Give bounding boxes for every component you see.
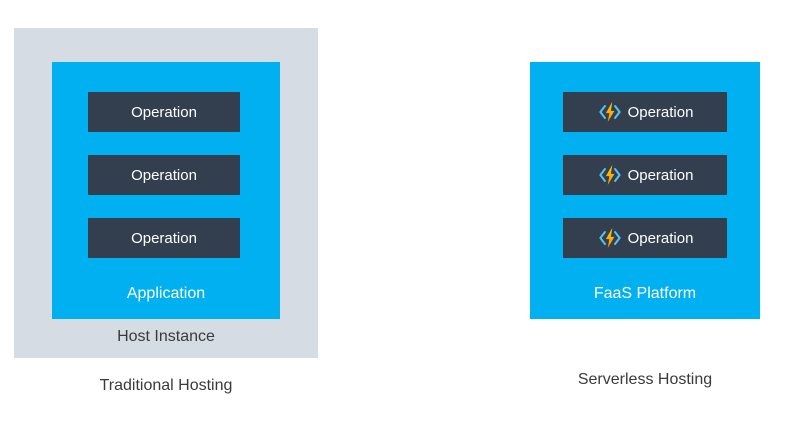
operation-label: Operation [627, 166, 694, 184]
operation-box: Operation [563, 218, 727, 258]
operation-box: Operation [88, 92, 240, 132]
host-instance-box: Operation Operation Operation Applicatio… [14, 28, 318, 358]
faas-platform-box: Operation Operation [530, 62, 760, 319]
faas-platform-label: FaaS Platform [593, 285, 697, 302]
function-lightning-icon [598, 164, 621, 186]
application-label: Application [126, 285, 206, 302]
operation-label: Operation [131, 166, 197, 184]
operation-label: Operation [627, 103, 694, 121]
operation-label: Operation [627, 229, 694, 247]
serverless-hosting-caption: Serverless Hosting [577, 371, 713, 388]
operation-box: Operation [88, 218, 240, 258]
application-box: Operation Operation Operation Applicatio… [52, 62, 280, 319]
operations-list: Operation Operation Operation [88, 92, 240, 258]
traditional-hosting-caption: Traditional Hosting [99, 377, 233, 394]
operation-label: Operation [131, 229, 197, 247]
operation-box: Operation [88, 155, 240, 195]
operation-label: Operation [131, 103, 197, 121]
operation-box: Operation [563, 155, 727, 195]
operation-box: Operation [563, 92, 727, 132]
host-instance-label: Host Instance [117, 328, 215, 345]
function-lightning-icon [598, 101, 621, 123]
function-lightning-icon [598, 227, 621, 249]
operations-list: Operation Operation [563, 92, 727, 258]
